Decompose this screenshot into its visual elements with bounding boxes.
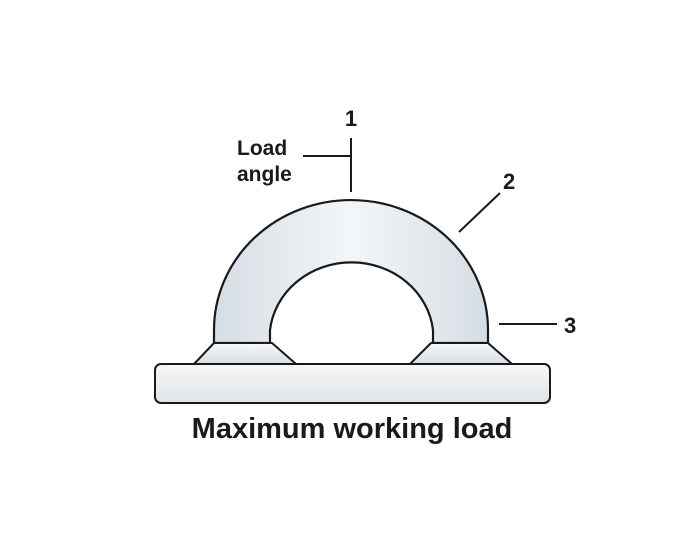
diagram-caption: Maximum working load [192, 413, 513, 445]
load-angle-label-line2: angle [237, 163, 292, 186]
load-angle-label-line1: Load [237, 137, 287, 160]
lashing-ring-icon [212, 198, 490, 345]
callout-2-line [458, 192, 501, 233]
callout-2-number: 2 [503, 169, 515, 194]
base-plate [154, 363, 551, 404]
left-weld-icon [193, 342, 297, 365]
callout-1-number: 1 [345, 106, 357, 131]
callout-3-number: 3 [564, 313, 576, 338]
right-weld-icon [409, 342, 513, 365]
